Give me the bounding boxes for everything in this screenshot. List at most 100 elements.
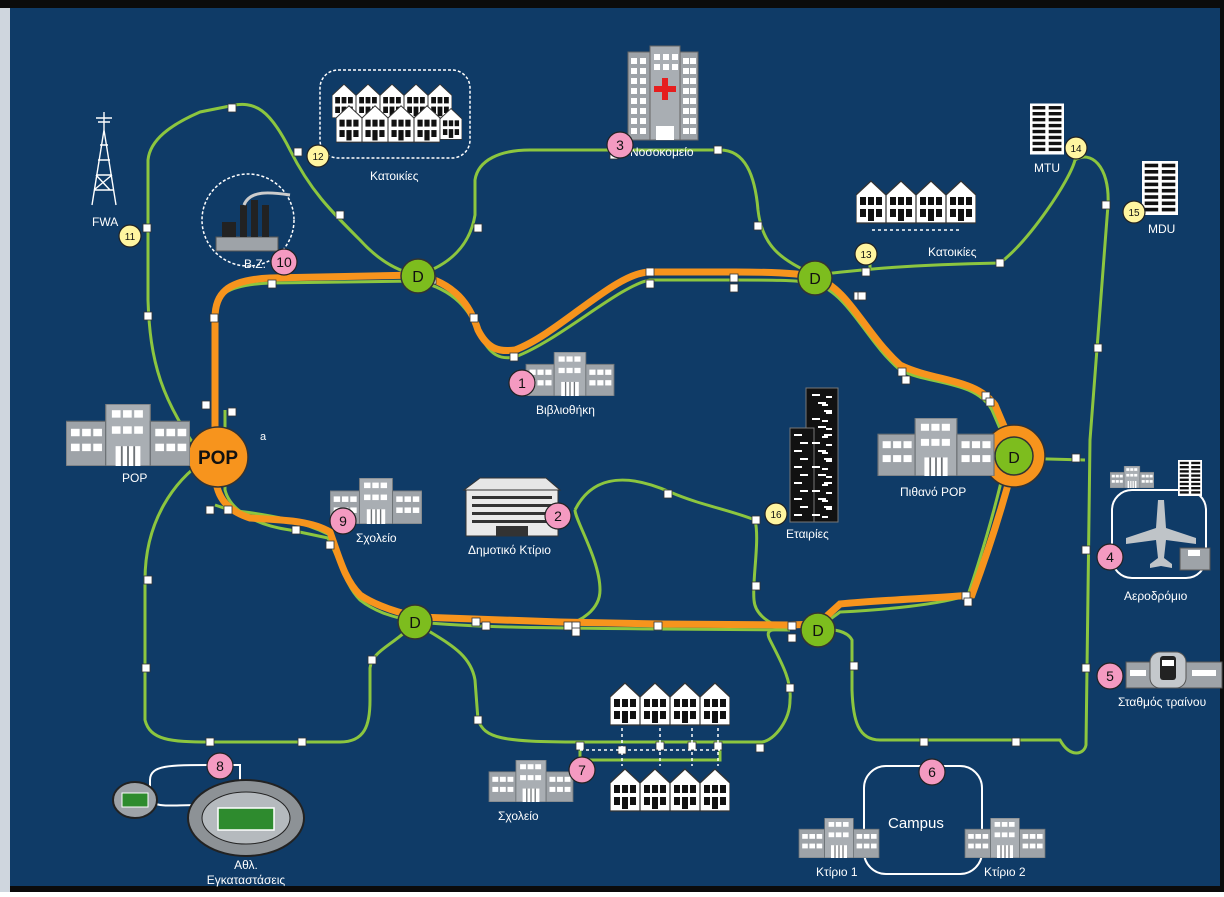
site-badge-10: 10	[270, 248, 298, 276]
site-label-14: MTU	[1034, 161, 1060, 175]
distribution-node-label: D	[812, 623, 824, 640]
municipal-building-icon	[462, 477, 562, 537]
splice-point	[209, 313, 219, 323]
pop-node[interactable]: POP	[187, 426, 249, 488]
splice-point	[267, 279, 277, 289]
distribution-nodes: D D D D	[397, 258, 836, 648]
pop-node-note: a	[260, 431, 267, 443]
possible-pop-node[interactable]: D	[982, 424, 1046, 488]
possible-pop-node-label: D	[1008, 450, 1020, 467]
campus-building-1-label: Κτίριο 1	[816, 865, 858, 879]
train-icon	[1160, 656, 1176, 680]
houses-icon	[332, 84, 462, 143]
site-label-15: MDU	[1148, 222, 1175, 236]
svg-text:5: 5	[1106, 668, 1114, 684]
site-label-8-line2: Εγκαταστάσεις	[207, 873, 286, 887]
svg-text:2: 2	[554, 508, 562, 524]
distribution-node[interactable]: D	[400, 258, 436, 294]
svg-text:3: 3	[616, 137, 624, 153]
splice-point	[787, 621, 797, 631]
splice-point	[787, 633, 797, 643]
splice-point	[143, 311, 153, 321]
svg-text:11: 11	[125, 232, 136, 243]
splice-point	[297, 737, 307, 747]
splice-point	[291, 525, 301, 535]
svg-text:4: 4	[1106, 549, 1114, 565]
svg-text:15: 15	[1128, 208, 1140, 219]
svg-text:10: 10	[276, 254, 292, 270]
splice-point	[469, 313, 479, 323]
splice-point	[753, 221, 763, 231]
pop-node-label: POP	[198, 448, 238, 469]
splice-point	[729, 283, 739, 293]
site-label-9: Σχολείο	[356, 531, 397, 545]
splice-point	[857, 291, 867, 301]
splice-point	[481, 621, 491, 631]
splice-point	[325, 540, 335, 550]
site-badge-13: 13	[854, 242, 878, 266]
site-label-1: Βιβλιοθήκη	[536, 403, 595, 417]
factory-icon	[215, 191, 291, 252]
site-label-10: B.Z.	[244, 257, 266, 271]
splice-point	[571, 627, 581, 637]
splice-point	[1011, 737, 1021, 747]
site-badge-2: 2	[544, 502, 572, 530]
site-label-13: Κατοικίες	[928, 245, 977, 259]
site-label-16: Εταιρίες	[786, 527, 829, 541]
splice-point	[367, 655, 377, 665]
route-east-loop	[814, 155, 1110, 755]
route-south-loop	[414, 620, 792, 744]
houses-site-12	[319, 69, 471, 159]
distribution-node[interactable]: D	[800, 612, 836, 648]
splice-point	[1071, 453, 1081, 463]
site-label-5: Σταθμός τραίνου	[1118, 695, 1206, 709]
stadium-icon	[112, 779, 305, 857]
site-badge-14: 14	[1064, 136, 1088, 160]
site-badge-1: 1	[508, 369, 536, 397]
splice-point	[849, 661, 859, 671]
route-fwa-loop	[146, 102, 419, 461]
route-south-inner	[417, 620, 791, 632]
splice-point	[1081, 663, 1091, 673]
splice-point	[785, 683, 795, 693]
splice-point	[751, 515, 761, 525]
airplane-icon	[1126, 500, 1196, 568]
site-badge-16: 16	[764, 502, 788, 526]
svg-text:6: 6	[928, 764, 936, 780]
distribution-node[interactable]: D	[797, 260, 833, 296]
splice-point	[1081, 545, 1091, 555]
pop-building-label: POP	[122, 471, 147, 485]
site-label-4: Αεροδρόμιο	[1124, 589, 1188, 603]
svg-text:13: 13	[860, 250, 872, 261]
splice-point	[293, 147, 303, 157]
route-center-loop	[573, 478, 791, 632]
splice-point	[471, 617, 481, 627]
svg-text:14: 14	[1070, 144, 1082, 155]
site-badge-4: 4	[1096, 543, 1124, 571]
splice-points	[141, 103, 1111, 755]
site-badge-8: 8	[206, 752, 234, 780]
splice-point	[473, 223, 483, 233]
splice-point	[141, 663, 151, 673]
campus-title: Campus	[888, 815, 944, 832]
site-badge-9: 9	[329, 507, 357, 535]
hospital-icon	[627, 45, 699, 141]
core-ring-south	[211, 466, 1016, 629]
distribution-node[interactable]: D	[397, 604, 433, 640]
splice-point	[473, 715, 483, 725]
campus-building-2-label: Κτίριο 2	[984, 865, 1026, 879]
splice-point	[663, 489, 673, 499]
splice-point	[201, 400, 211, 410]
svg-text:1: 1	[518, 375, 526, 391]
site-badge-6: 6	[918, 758, 946, 786]
splice-point	[645, 279, 655, 289]
site-label-12: Κατοικίες	[370, 169, 419, 183]
splice-point	[755, 743, 765, 753]
stadium-site	[112, 764, 305, 857]
distribution-node-label: D	[412, 269, 424, 286]
splice-point	[995, 258, 1005, 268]
site-badge-15: 15	[1122, 200, 1146, 224]
splice-point	[653, 621, 663, 631]
